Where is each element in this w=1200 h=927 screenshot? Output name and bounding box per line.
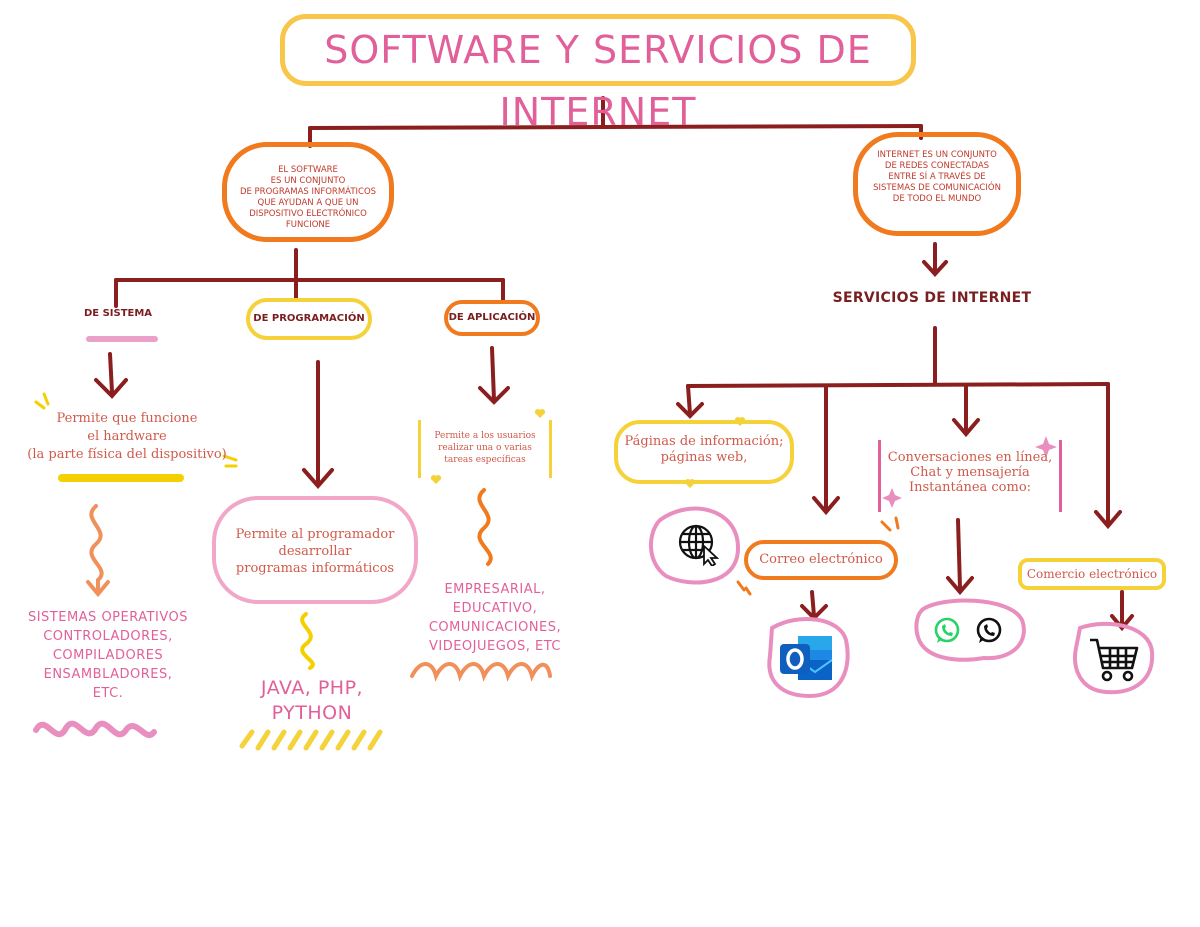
sistema-examples: SISTEMAS OPERATIVOS CONTROLADORES, COMPI… [24, 608, 192, 703]
programacion-examples: JAVA, PHP, PYTHON [240, 676, 384, 726]
shopping-cart-icon [1090, 638, 1139, 682]
definition-line: DISPOSITIVO ELECTRÓNICO FUNCIONE [249, 209, 367, 230]
service-correo: Correo electrónico [744, 540, 898, 580]
description-line: tareas específicas [444, 455, 526, 465]
internet-definition-cloud: INTERNET ES UN CONJUNTO DE REDES CONECTA… [853, 132, 1021, 236]
services-title: SERVICIOS DE INTERNET [832, 290, 1032, 306]
service-line: Chat y mensajería [910, 465, 1030, 480]
example-item: VIDEOJUEGOS, ETC [428, 639, 562, 654]
service-line: Conversaciones en línea, [887, 450, 1053, 465]
example-item: PYTHON [271, 702, 353, 724]
description-line: Permite al programador [235, 527, 395, 542]
example-item: ENSAMBLADORES, [43, 667, 173, 682]
category-underline [86, 336, 158, 342]
example-item: CONTROLADORES, [43, 629, 173, 644]
example-item: EDUCATIVO, [452, 601, 538, 616]
example-item: ETC. [92, 686, 124, 701]
example-item: COMPILADORES [52, 648, 164, 663]
service-conversaciones: Conversaciones en línea, Chat y mensajer… [878, 440, 1062, 512]
aplicacion-description: Permite a los usuarios realizar una o va… [418, 420, 552, 478]
definition-line: QUE AYUDAN A QUE UN [257, 198, 359, 208]
definition-line: SISTEMAS DE COMUNICACIÓN [873, 183, 1001, 193]
definition-line: DE TODO EL MUNDO [892, 194, 982, 204]
definition-line: EL SOFTWARE [278, 165, 338, 175]
whatsapp-icon [976, 617, 1002, 643]
description-line: (la parte física del dispositivo) [27, 447, 227, 462]
example-item: JAVA, PHP, [260, 677, 364, 699]
description-line: desarrollar [278, 544, 352, 559]
category-aplicacion: DE APLICACIÓN [444, 300, 540, 336]
service-comercio: Comercio electrónico [1018, 558, 1166, 590]
page-title: SOFTWARE Y SERVICIOS DE INTERNET [280, 14, 916, 134]
definition-line: ES UN CONJUNTO [270, 176, 346, 186]
software-definition-cloud: EL SOFTWARE ES UN CONJUNTO DE PROGRAMAS … [222, 142, 394, 242]
definition-line: ENTRE SÍ A TRAVÉS DE [888, 172, 986, 182]
service-line: Instantánea como: [908, 480, 1032, 495]
example-item: COMUNICACIONES, [428, 620, 562, 635]
example-item: EMPRESARIAL, [444, 582, 546, 597]
description-line: Permite a los usuarios [434, 431, 536, 441]
sistema-description: Permite que funcione el hardware (la par… [22, 410, 232, 464]
aplicacion-examples: EMPRESARIAL, EDUCATIVO, COMUNICACIONES, … [426, 580, 564, 656]
definition-line: INTERNET ES UN CONJUNTO [877, 150, 997, 160]
description-line: programas informáticos [235, 561, 395, 576]
description-line: el hardware [87, 429, 167, 444]
whatsapp-icon [934, 617, 960, 643]
service-line: Páginas de información; [624, 434, 784, 449]
highlight-bar [58, 474, 184, 482]
definition-line: DE REDES CONECTADAS [884, 161, 990, 171]
category-sistema: DE SISTEMA [83, 308, 153, 319]
globe-cursor-icon [678, 524, 720, 566]
example-item: SISTEMAS OPERATIVOS [27, 610, 189, 625]
description-line: realizar una o varias [438, 443, 532, 453]
outlook-icon [780, 636, 833, 680]
service-line: páginas web, [660, 450, 748, 465]
description-line: Permite que funcione [56, 411, 198, 426]
programacion-description-cloud: Permite al programador desarrollar progr… [212, 496, 418, 604]
category-programacion: DE PROGRAMACIÓN [246, 298, 372, 340]
definition-line: DE PROGRAMAS INFORMÁTICOS [239, 187, 377, 197]
service-paginas-web: Páginas de información; páginas web, [614, 420, 794, 484]
